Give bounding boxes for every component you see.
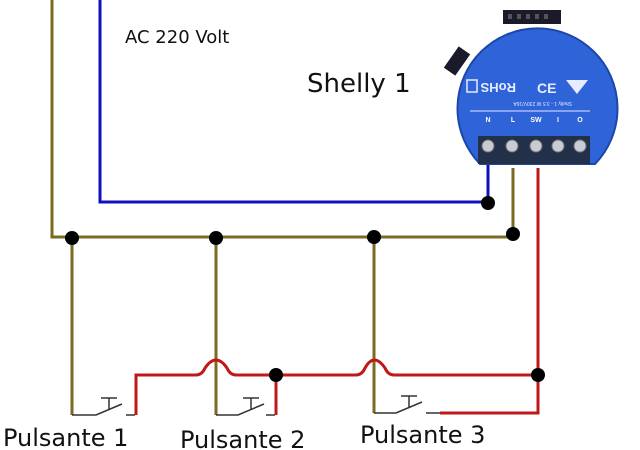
pushbutton-1-label: Pulsante 1 — [3, 424, 128, 450]
pushbutton-3 — [374, 395, 440, 414]
pushbutton-symbols — [72, 395, 440, 416]
live-wire — [50, 0, 515, 415]
switch-wire — [134, 168, 540, 415]
terminal-label-sw: SW — [530, 117, 542, 124]
device-label: Shelly 1 — [307, 69, 411, 99]
pushbutton-2 — [216, 397, 275, 416]
shelly-device: RoHS CE Shelly 1 - 3.5 W 230V/16A N L SW… — [443, 10, 619, 165]
junction-dots — [65, 196, 545, 382]
terminal-label-l: L — [511, 117, 516, 124]
neutral-wire — [98, 0, 490, 204]
rohs-mark: RoHS — [480, 80, 516, 95]
pushbutton-1 — [72, 397, 135, 416]
supply-label: AC 220 Volt — [125, 27, 229, 48]
device-marking: Shelly 1 - 3.5 W 230V/16A — [513, 100, 572, 106]
pushbutton-2-label: Pulsante 2 — [180, 426, 305, 450]
terminal-label-n: N — [485, 117, 490, 124]
terminal-screws — [481, 139, 587, 153]
terminal-label-i: I — [557, 117, 559, 124]
weee-bin-icon — [466, 79, 478, 93]
ce-mark: CE — [537, 80, 556, 96]
pushbutton-3-label: Pulsante 3 — [360, 421, 485, 449]
warning-triangle-icon — [566, 80, 588, 94]
terminal-label-o: O — [577, 117, 583, 124]
